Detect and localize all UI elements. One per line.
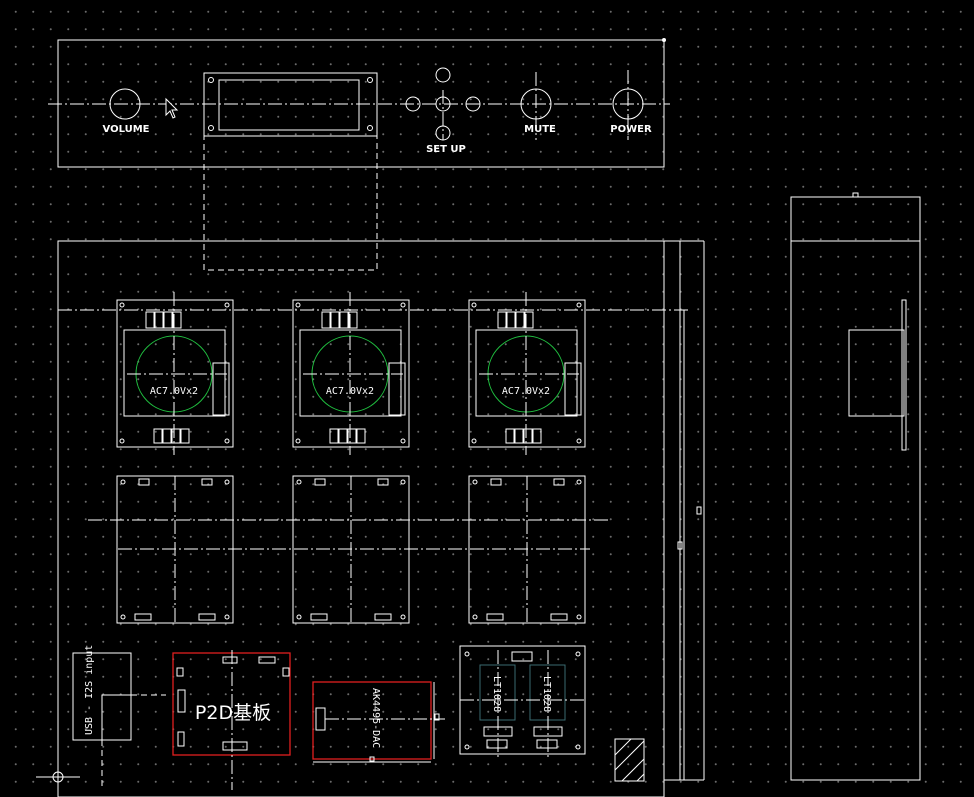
amp-boards [88, 519, 610, 550]
power-module-label: AC7.0Vx2 [502, 386, 550, 397]
power-module-3: AC7.0Vx2 [468, 292, 586, 455]
power-module-2: AC7.0Vx2 [292, 292, 410, 455]
ld2-label: LT1028 [541, 676, 552, 712]
amp-board-2 [292, 475, 410, 624]
ld1-label: LT1028 [491, 676, 502, 712]
side-view [790, 192, 921, 781]
p2d-label: P2D基板 [195, 702, 271, 724]
amp-board-3 [468, 475, 586, 624]
amp-board-1 [116, 475, 234, 624]
dac-board: AK4495-DAC [312, 681, 445, 763]
usb-label: USB - I2S input [84, 645, 95, 735]
front-panel: VOLUME SET UP MUTE POWER [48, 38, 670, 271]
chassis-outline [36, 240, 705, 797]
setup-label: SET UP [426, 144, 466, 155]
volume-label: VOLUME [103, 124, 150, 135]
dac-label: AK4495-DAC [370, 688, 381, 748]
mouse-cursor-icon [165, 97, 179, 119]
power-module-1: AC7.0Vx2 [116, 292, 234, 455]
p2d-board: P2D基板 [172, 650, 291, 790]
setup-buttons[interactable] [405, 67, 481, 141]
power-module-label: AC7.0Vx2 [326, 386, 374, 397]
power-label: POWER [610, 124, 652, 135]
display-window [203, 72, 378, 271]
connector-hatch [614, 738, 645, 782]
usb-board: USB - I2S input [72, 645, 166, 790]
mute-label: MUTE [524, 124, 556, 135]
ld-board: LT1028 LT1028 [459, 645, 586, 760]
power-module-label: AC7.0Vx2 [150, 386, 198, 397]
volume-knob-icon[interactable] [109, 88, 141, 120]
